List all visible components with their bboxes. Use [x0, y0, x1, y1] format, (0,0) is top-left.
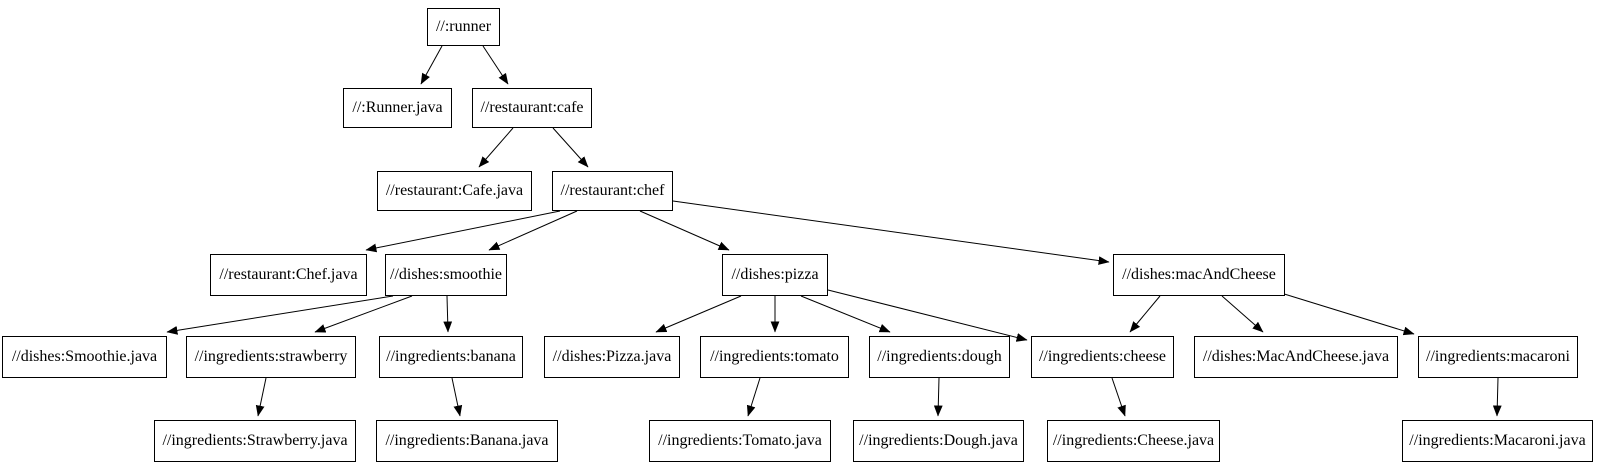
node-chef-java: //restaurant:Chef.java — [210, 254, 367, 296]
node-cheese-java: //ingredients:Cheese.java — [1047, 420, 1220, 462]
node-tomato-java: //ingredients:Tomato.java — [649, 420, 831, 462]
edge-cafe-to-cafe-java — [478, 127, 514, 168]
node-pizza-java: //dishes:Pizza.java — [544, 336, 680, 378]
node-smoothie: //dishes:smoothie — [385, 254, 507, 296]
edge-dough-to-dough-java — [933, 377, 943, 417]
edge-cheese-to-cheese-java — [1111, 377, 1126, 417]
edge-runner-to-runner-java — [420, 45, 443, 85]
edge-chef-to-chef-java — [365, 210, 561, 253]
node-cafe: //restaurant:cafe — [472, 88, 592, 128]
edge-pizza-to-dough — [800, 295, 891, 333]
node-runner: //:runner — [427, 8, 500, 46]
node-tomato: //ingredients:tomato — [700, 336, 849, 378]
edge-chef-to-pizza — [639, 210, 730, 251]
edge-macaroni-to-macaroni-java — [1492, 377, 1502, 417]
node-chef: //restaurant:chef — [552, 171, 673, 211]
node-banana: //ingredients:banana — [379, 336, 523, 378]
node-dough-java: //ingredients:Dough.java — [853, 420, 1024, 462]
edge-smoothie-to-strawberry — [314, 295, 413, 333]
edge-tomato-to-tomato-java — [746, 377, 761, 417]
edge-macandcheese-to-macaroni — [1280, 292, 1415, 336]
edge-smoothie-to-banana — [443, 295, 453, 333]
edge-strawberry-to-strawberry-java — [255, 377, 267, 417]
edge-smoothie-to-smoothie-java — [166, 295, 394, 335]
node-dough: //ingredients:dough — [869, 336, 1010, 378]
edge-macandcheese-to-macandcheese-java — [1221, 295, 1264, 333]
node-macandcheese-java: //dishes:MacAndCheese.java — [1194, 336, 1398, 378]
node-macaroni-java: //ingredients:Macaroni.java — [1402, 420, 1593, 462]
edge-pizza-to-pizza-java — [655, 295, 742, 333]
edge-runner-to-cafe — [482, 45, 509, 85]
edge-pizza-to-cheese — [827, 289, 1028, 342]
edge-chef-to-smoothie — [488, 210, 578, 251]
node-strawberry-java: //ingredients:Strawberry.java — [154, 420, 356, 462]
edge-cafe-to-chef — [552, 127, 589, 168]
node-macandcheese: //dishes:macAndCheese — [1113, 254, 1285, 296]
node-pizza: //dishes:pizza — [722, 254, 828, 296]
node-macaroni: //ingredients:macaroni — [1418, 336, 1578, 378]
node-cafe-java: //restaurant:Cafe.java — [377, 171, 532, 211]
node-banana-java: //ingredients:Banana.java — [376, 420, 558, 462]
node-smoothie-java: //dishes:Smoothie.java — [2, 336, 167, 378]
edge-macandcheese-to-cheese — [1129, 295, 1161, 333]
node-cheese: //ingredients:cheese — [1031, 336, 1174, 378]
edge-chef-to-macandcheese — [672, 200, 1110, 265]
node-strawberry: //ingredients:strawberry — [186, 336, 356, 378]
node-runner-java: //:Runner.java — [343, 88, 452, 128]
edge-banana-to-banana-java — [451, 377, 463, 417]
